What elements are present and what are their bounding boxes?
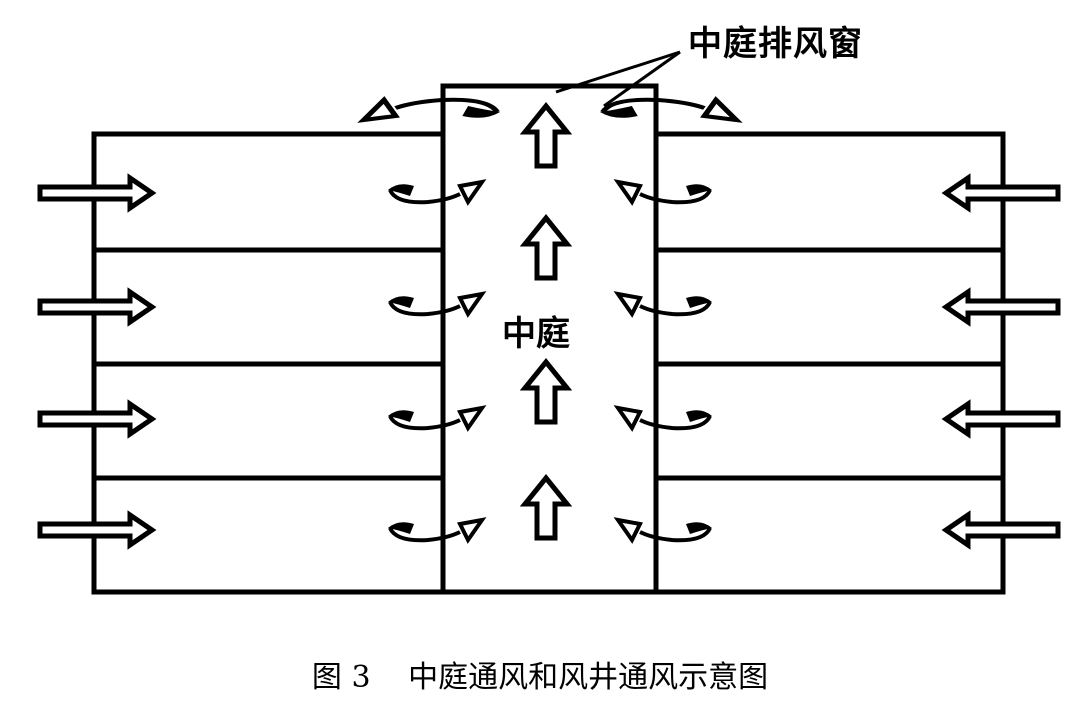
left-curved-airflows	[386, 180, 484, 543]
updraft-arrow-icon	[525, 362, 567, 422]
curved-airflow-arrow-icon	[616, 180, 714, 205]
updraft-arrow-icon	[525, 218, 567, 278]
building-outline	[91, 83, 1006, 595]
vent-window-label: 中庭排风窗	[688, 24, 863, 64]
curved-airflow-arrow-icon	[364, 100, 500, 120]
right-curved-airflows	[616, 180, 714, 543]
atrium-shaft	[440, 83, 659, 595]
figure-title: 中庭通风和风井通风示意图	[408, 660, 769, 695]
curved-airflow-arrow-icon	[616, 406, 714, 431]
curved-airflow-arrow-icon	[386, 180, 484, 205]
vent-leader-lines	[555, 50, 681, 108]
curved-airflow-arrow-icon	[386, 518, 484, 543]
figure-number: 图 3	[311, 660, 371, 695]
curved-airflow-arrow-icon	[386, 406, 484, 431]
figure-caption: 图 3 中庭通风和风井通风示意图	[0, 652, 1080, 696]
curved-airflow-arrow-icon	[600, 100, 736, 120]
atrium-label: 中庭	[500, 306, 572, 355]
curved-airflow-arrow-icon	[386, 292, 484, 317]
curved-airflow-arrow-icon	[616, 292, 714, 317]
updraft-arrow-icon	[525, 106, 567, 166]
updraft-arrow-icon	[525, 478, 567, 538]
curved-airflow-arrow-icon	[616, 518, 714, 543]
